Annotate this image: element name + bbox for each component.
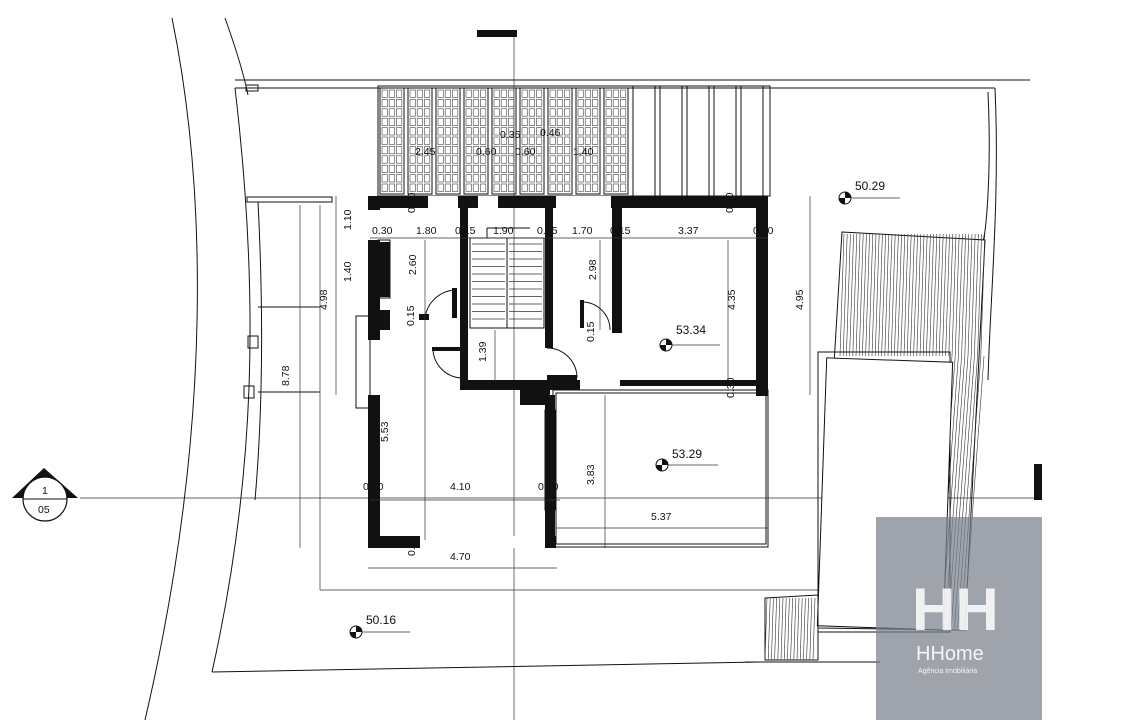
- dim-140-top: 1.40: [573, 146, 594, 158]
- dim-110: 1.10: [342, 209, 354, 230]
- dimension-labels: 0.35 0.46 2.45 0.60 0.60 1.40 0.30 0.30 …: [280, 127, 806, 563]
- dim-298: 2.98: [587, 259, 599, 280]
- dim-383: 3.83: [585, 464, 597, 485]
- dim-030-top-right: 0.30: [724, 192, 736, 213]
- dim-435: 4.35: [726, 289, 738, 310]
- dim-020: 0.20: [406, 535, 418, 556]
- level-marker-5334: 53.34: [659, 323, 720, 352]
- dim-190: 1.90: [493, 225, 514, 237]
- dim-495: 4.95: [794, 289, 806, 310]
- level-5334-label: 53.34: [676, 323, 706, 337]
- dim-030-bm: 0.30: [538, 481, 559, 493]
- dimension-lines: [299, 196, 811, 569]
- dim-060b: 0.60: [515, 146, 536, 158]
- dim-245: 2.45: [415, 146, 436, 158]
- doors: [419, 288, 611, 380]
- dim-030-mid: 0.30: [725, 377, 737, 398]
- level-marker-5016: 50.16: [349, 613, 410, 639]
- level-5329-label: 53.29: [672, 447, 702, 461]
- dim-030-left: 0.30: [372, 225, 393, 237]
- dim-878: 8.78: [280, 365, 292, 386]
- dim-015-b: 0.15: [537, 225, 558, 237]
- dim-410: 4.10: [450, 481, 471, 493]
- dim-140-left: 1.40: [342, 261, 354, 282]
- dim-030-right: 0.30: [753, 225, 774, 237]
- watermark-tagline: Agência Imobiliária: [918, 668, 977, 675]
- dim-139: 1.39: [477, 341, 489, 362]
- level-markers: 50.29 53.34 53.29 50.16: [349, 179, 900, 639]
- dim-180: 1.80: [416, 225, 437, 237]
- level-marker-5029: 50.29: [838, 179, 900, 205]
- dim-015-right: 0.15: [585, 321, 597, 342]
- section-marker: 1 05: [12, 468, 78, 522]
- dim-470: 4.70: [450, 551, 471, 563]
- section-number: 1: [42, 485, 48, 497]
- dim-030-bl: 0.30: [363, 481, 384, 493]
- level-marker-5329: 53.29: [655, 447, 718, 472]
- dim-498: 4.98: [318, 289, 330, 310]
- level-5029-label: 50.29: [855, 179, 885, 193]
- dim-537: 5.37: [651, 511, 672, 523]
- dim-260: 2.60: [407, 254, 419, 275]
- dim-015-a: 0.15: [455, 225, 476, 237]
- watermark-brand: HHome: [916, 643, 984, 665]
- dim-553: 5.53: [379, 421, 391, 442]
- dim-030-top-left: 0.30: [406, 192, 418, 213]
- left-terrace: [243, 196, 820, 591]
- dim-015-c: 0.15: [610, 225, 631, 237]
- watermark: HH HHome Agência Imobiliária: [876, 517, 1042, 720]
- annex-room: [544, 389, 769, 548]
- dim-046: 0.46: [540, 127, 561, 139]
- watermark-logo: HH: [912, 576, 999, 643]
- dim-060a: 0.60: [476, 146, 497, 158]
- dim-015-left: 0.15: [405, 305, 417, 326]
- house-walls: [355, 196, 768, 548]
- level-5016-label: 50.16: [366, 613, 396, 627]
- site-boundary: [144, 17, 1030, 720]
- dim-170: 1.70: [572, 225, 593, 237]
- staircase: [469, 227, 545, 329]
- section-sheet: 05: [38, 504, 50, 516]
- dim-337: 3.37: [678, 225, 699, 237]
- dim-035: 0.35: [500, 129, 521, 141]
- pergola: [377, 85, 771, 197]
